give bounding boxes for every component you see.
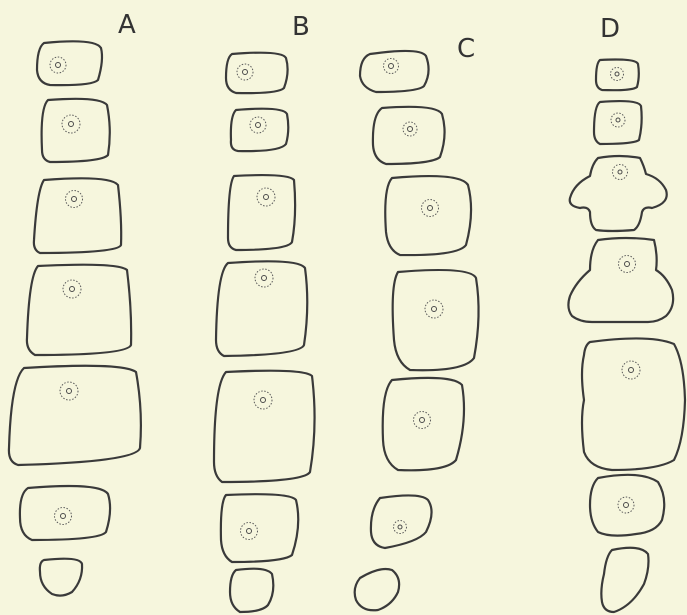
- a-center-2: [62, 115, 80, 133]
- c-element-1: [360, 51, 429, 92]
- b-element-6: [221, 494, 298, 562]
- a-element-6: [20, 486, 110, 540]
- d-center-1: [611, 68, 624, 81]
- column-c-elements: [355, 51, 479, 610]
- c-center-4: [425, 300, 443, 318]
- b-center-6: [241, 523, 258, 540]
- a-center-4: [63, 280, 81, 298]
- a-center-6: [55, 508, 72, 525]
- d-element-3: [570, 156, 667, 231]
- column-a-elements: [9, 41, 141, 595]
- b-element-4: [216, 261, 307, 356]
- c-center-1: [384, 59, 399, 74]
- c-element-2: [373, 107, 445, 164]
- d-element-4: [568, 238, 673, 322]
- b-element-1: [226, 53, 288, 93]
- d-center-2: [611, 113, 625, 127]
- a-element-1: [37, 41, 102, 85]
- a-center-3: [66, 191, 83, 208]
- b-center-5: [254, 391, 272, 409]
- b-element-2: [231, 109, 288, 151]
- column-d-elements: [568, 60, 685, 613]
- b-center-1: [237, 64, 253, 80]
- d-element-1: [596, 60, 639, 91]
- d-element-7: [601, 548, 648, 612]
- b-element-7: [230, 569, 273, 612]
- a-element-3: [34, 178, 121, 253]
- d-center-5: [622, 361, 640, 379]
- c-element-3: [385, 176, 471, 255]
- c-center-5: [414, 412, 431, 429]
- c-element-6: [371, 495, 432, 548]
- d-element-2: [594, 101, 642, 144]
- c-element-5: [383, 378, 464, 470]
- d-element-6: [590, 475, 664, 536]
- column-b-elements: [214, 53, 315, 612]
- a-center-5: [60, 382, 78, 400]
- d-center-3: [613, 165, 628, 180]
- a-center-1: [50, 57, 66, 73]
- b-center-4: [255, 269, 273, 287]
- d-element-5: [582, 338, 685, 470]
- d-center-4: [619, 256, 636, 273]
- c-center-6: [394, 521, 407, 534]
- b-center-3: [257, 188, 275, 206]
- a-element-5: [9, 366, 141, 465]
- a-element-4: [27, 265, 131, 355]
- b-element-5: [214, 371, 315, 482]
- c-element-4: [393, 270, 479, 370]
- c-element-7: [355, 569, 399, 610]
- a-element-2: [42, 99, 110, 162]
- c-center-2: [403, 122, 417, 136]
- b-center-2: [250, 117, 266, 133]
- a-element-7: [40, 559, 82, 596]
- b-element-3: [228, 175, 295, 250]
- element-centers: [50, 57, 640, 540]
- c-center-3: [422, 200, 439, 217]
- d-center-6: [618, 497, 634, 513]
